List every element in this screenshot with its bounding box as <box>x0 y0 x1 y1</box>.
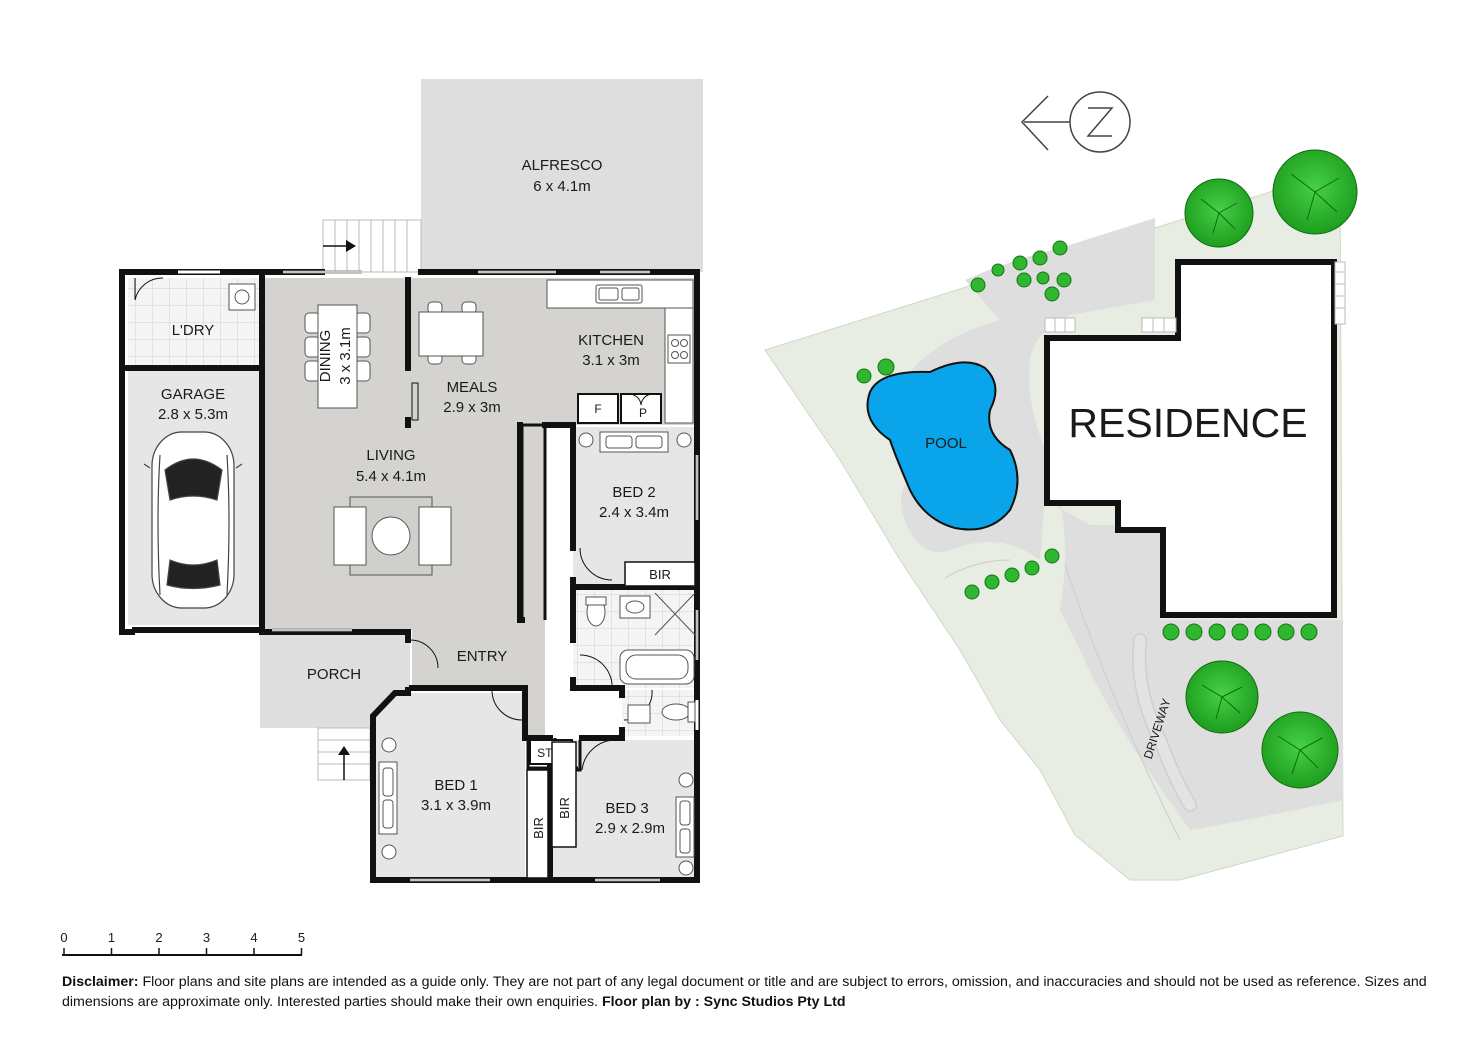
bed2-room <box>573 427 697 587</box>
garage-size: 2.8 x 5.3m <box>158 406 228 423</box>
residence-footprint <box>1044 259 1337 618</box>
kitchen-label: KITCHEN <box>578 332 644 349</box>
porch-label: PORCH <box>307 666 361 683</box>
bed1-robe <box>526 769 549 879</box>
disclaimer-footer: Disclaimer: Floor plans and site plans a… <box>62 972 1442 1012</box>
dining-size: 3 x 3.1m <box>337 327 354 385</box>
scale-tick-label: 4 <box>250 930 257 945</box>
kitchen-size: 3.1 x 3m <box>582 352 640 369</box>
bed1-label: BED 1 <box>434 777 477 794</box>
sofa-set-icon <box>333 496 452 576</box>
rear-steps <box>322 219 422 273</box>
meals-label: MEALS <box>447 379 498 396</box>
bed2-label: BED 2 <box>612 484 655 501</box>
living-size: 5.4 x 4.1m <box>356 468 426 485</box>
entry-label: ENTRY <box>457 648 508 665</box>
scale-tick-label: 5 <box>298 930 305 945</box>
residence-steps <box>1044 261 1346 333</box>
scale-tick-label: 0 <box>60 930 67 945</box>
pool <box>866 361 1019 531</box>
living-label: LIVING <box>366 447 415 464</box>
disclaimer-label: Disclaimer: <box>62 974 139 990</box>
alfresco-label: ALFRESCO <box>522 157 603 174</box>
floor-plan: ALFRESCO 6 x 4.1m <box>119 79 703 883</box>
bed3-size: 2.9 x 2.9m <box>595 820 665 837</box>
front-steps <box>317 727 371 781</box>
laundry-label: L'DRY <box>172 322 215 339</box>
bed2-size: 2.4 x 3.4m <box>599 504 669 521</box>
fridge-box <box>577 393 619 424</box>
shrub-icons <box>856 240 1318 641</box>
bed3-robe <box>551 741 577 848</box>
scale-tick-label: 2 <box>155 930 162 945</box>
pantry-box <box>620 393 662 424</box>
meals-table-icon <box>418 301 484 365</box>
floorplan-credit: Floor plan by : Sync Studios Pty Ltd <box>601 994 846 1010</box>
pantry-label: P <box>639 406 647 420</box>
bed1-size: 3.1 x 3.9m <box>421 797 491 814</box>
scale-tick-label: 1 <box>108 930 115 945</box>
kitchen-bench <box>546 279 694 424</box>
bed2-bir-label: BIR <box>649 567 671 582</box>
disclaimer-text: Floor plans and site plans are intended … <box>62 974 1427 1010</box>
bed2-furniture <box>578 431 692 453</box>
pool-label: POOL <box>925 435 967 452</box>
dining-label: DINING <box>317 330 334 383</box>
bed1-room <box>373 693 525 880</box>
alfresco-size: 6 x 4.1m <box>533 178 591 195</box>
laundry-tub <box>228 283 256 311</box>
car-icon <box>143 431 243 609</box>
tree-branches <box>1200 173 1340 775</box>
windows <box>178 270 699 882</box>
bed1-bir-label: BIR <box>531 817 546 839</box>
bed3-furniture <box>675 772 695 876</box>
alfresco-area <box>421 79 703 272</box>
meals-size: 2.9 x 3m <box>443 399 501 416</box>
residence-label: RESIDENCE <box>1068 400 1307 446</box>
dining-table-icon <box>304 304 371 409</box>
north-compass-icon <box>1020 91 1131 153</box>
bed3-label: BED 3 <box>605 800 648 817</box>
bed3-bir-label: BIR <box>557 797 572 819</box>
bathroom-fixtures <box>585 592 696 724</box>
site-plan: DRIVEWAY POOL RESIDENCE <box>764 91 1358 881</box>
fridge-label: F <box>594 402 601 416</box>
garage-label: GARAGE <box>161 386 225 403</box>
bed2-robe <box>624 561 696 587</box>
bed1-furniture <box>378 737 398 860</box>
scale-bar: 0 1 2 3 4 5 <box>60 930 305 956</box>
scale-tick-label: 3 <box>203 930 210 945</box>
